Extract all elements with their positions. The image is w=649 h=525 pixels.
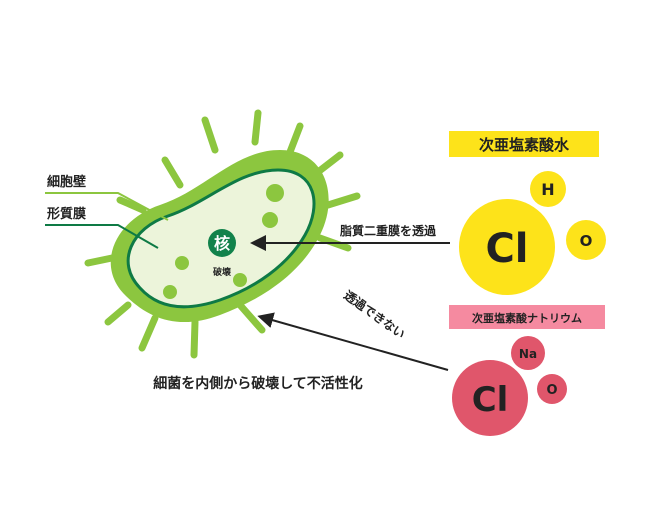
caption: 細菌を内側から破壊して不活性化 [153,375,363,392]
hypochlorous-o-atom [566,220,606,260]
cell-wall-leader [45,192,169,221]
hypochlorite-o-atom [537,374,567,404]
arrow-cannot-pass [257,312,449,371]
hypochlorous-h-label: H [541,180,554,199]
pass-through-label: 脂質二重膜を透過 [339,223,437,238]
membrane-label: 形質膜 [47,206,86,222]
hypochlorous-cl-label: Cl [485,226,528,272]
hypochlorite-na-atom [511,336,545,370]
hypochlorite-cl-label: Cl [472,380,509,420]
nucleus [208,229,236,257]
membrane-leader [45,224,159,249]
destroy-label: 破壊 [213,266,232,278]
cell-wall-label: 細胞壁 [47,174,86,190]
cytoplasm-dots [163,184,284,299]
hypochlorite-o-label: O [546,383,557,398]
hypochlorite-na-label: Na [519,347,537,361]
hypochlorite-cl-atom [452,360,528,436]
hypochlorous-title: 次亜塩素酸水 [479,136,570,154]
hypochlorite-banner [449,305,605,329]
cannot-pass-label: 透過できない [341,287,408,341]
hypochlorous-banner [449,131,599,157]
hypochlorite-title: 次亜塩素酸ナトリウム [472,311,582,325]
hypochlorous-o-label: O [580,232,593,250]
hypochlorous-h-atom [530,171,566,207]
nucleus-label: 核 [214,234,230,253]
hypochlorous-cl-atom [459,199,555,295]
